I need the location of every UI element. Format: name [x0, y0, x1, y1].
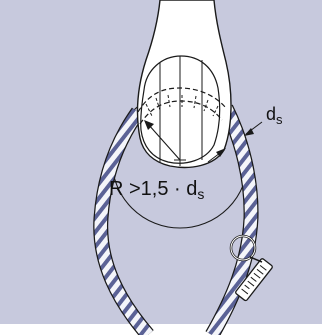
crane-hook-icon: [136, 0, 232, 169]
frame-edge-bottom: [0, 324, 335, 335]
rope-right-leg: [206, 105, 258, 335]
formula-subscript: s: [197, 186, 204, 202]
rope-bend-over-hook: [137, 87, 227, 125]
sling-id-tag-icon: [229, 234, 273, 302]
bending-radius-formula: R >1,5 · ds: [109, 178, 204, 202]
formula-main: R >1,5 · d: [109, 178, 197, 200]
wire-rope-sling-icon: [93, 104, 259, 335]
rope-diameter-label: ds: [266, 104, 283, 127]
radius-arrow: [144, 120, 186, 166]
rope-diameter-dimension: [207, 121, 263, 163]
dim-main: d: [266, 104, 276, 124]
dim-subscript: s: [276, 112, 283, 127]
rope-left-leg: [94, 108, 153, 335]
frame-edge-right: [322, 0, 335, 335]
